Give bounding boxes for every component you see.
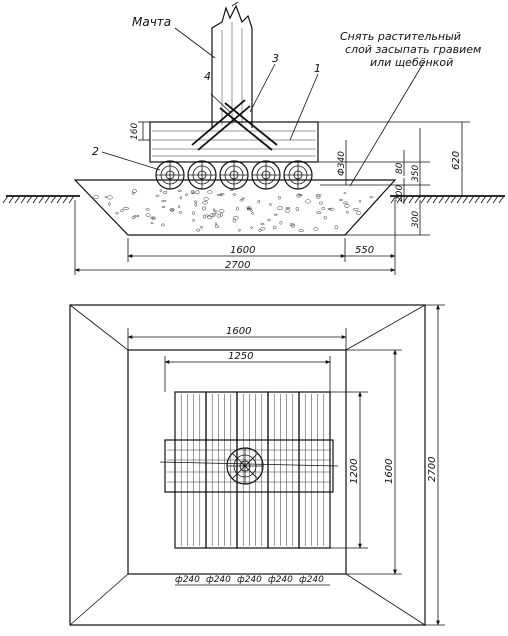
plan-log-label-2: ф240 <box>206 575 231 585</box>
plan-dim-2700-side: 2700 <box>427 457 438 482</box>
plan-mast-base <box>226 447 264 485</box>
ground-hatching <box>2 195 505 204</box>
plan-view: 1600 1250 1200 1600 2700 ф240 ф240 ф240 … <box>69 304 445 626</box>
gravel-note-line3: или щебёнкой <box>370 56 453 69</box>
section-dimensions <box>74 121 470 275</box>
callout-1: 1 <box>314 62 321 75</box>
dim-550: 550 <box>355 245 374 256</box>
log-end <box>187 160 217 190</box>
plan-dim-1600-top: 1600 <box>226 326 251 337</box>
plan-log-label-3: ф240 <box>237 575 262 585</box>
log-ends-row <box>155 160 313 190</box>
log-end <box>251 160 281 190</box>
log-end <box>283 160 313 190</box>
diagonal-braces <box>191 99 278 151</box>
plan-log <box>205 391 238 549</box>
dim-phi340: Ф340 <box>337 151 347 176</box>
upper-beam <box>149 121 319 163</box>
section-view: Мачта Снять растительный слой засыпать г… <box>2 1 505 275</box>
plan-dimensions <box>127 304 445 626</box>
plan-log <box>298 391 331 549</box>
callout-4: 4 <box>204 70 211 83</box>
log-end <box>155 160 185 190</box>
dim-2700: 2700 <box>225 260 250 271</box>
dim-160: 160 <box>130 123 140 140</box>
plan-log-label-4: ф240 <box>268 575 293 585</box>
gravel-bed <box>73 179 397 236</box>
plan-dim-1250: 1250 <box>228 351 253 362</box>
callout-3: 3 <box>272 52 279 65</box>
mast-label: Мачта <box>132 15 171 29</box>
log-end <box>219 160 249 190</box>
plan-lower-logs <box>174 391 331 549</box>
gravel-note-line1: Снять растительный <box>340 30 461 43</box>
plan-log <box>267 391 300 549</box>
dim-200: 200 <box>395 185 405 202</box>
dim-300: 300 <box>411 211 421 228</box>
plan-log-label-5: ф240 <box>299 575 324 585</box>
callout-leaders <box>101 27 425 187</box>
dim-1600: 1600 <box>230 245 255 256</box>
gravel-note-line2: слой засыпать гравием <box>345 43 481 56</box>
dim-350: 350 <box>411 165 421 182</box>
dim-620: 620 <box>451 151 462 170</box>
gravel-texture <box>93 189 374 232</box>
plan-dim-1600-side: 1600 <box>384 459 395 484</box>
plan-log-label-1: ф240 <box>175 575 200 585</box>
plan-log <box>174 391 207 549</box>
ground-line <box>2 195 505 204</box>
plan-dim-1200: 1200 <box>349 459 360 484</box>
plan-upper-beam <box>159 439 339 493</box>
callout-2: 2 <box>92 145 99 158</box>
dim-80: 80 <box>395 162 405 174</box>
